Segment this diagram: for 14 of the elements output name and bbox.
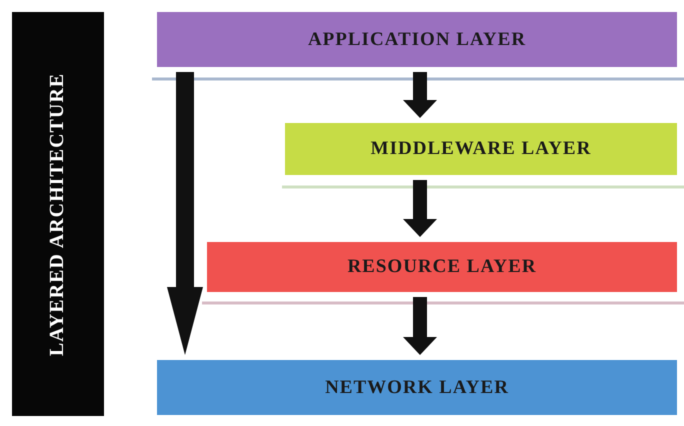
layer-box bbox=[207, 242, 677, 292]
layer-label: RESOURCE LAYER bbox=[347, 256, 537, 278]
arrow bbox=[403, 297, 437, 355]
layer-label: MIDDLEWARE LAYER bbox=[370, 138, 592, 160]
arrow bbox=[167, 72, 203, 355]
layer-label: LAYERED ARCHITECTURE bbox=[46, 72, 70, 356]
layer-label: APPLICATION LAYER bbox=[308, 28, 526, 50]
layer-box bbox=[157, 360, 677, 415]
layer-label: NETWORK LAYER bbox=[325, 376, 509, 398]
layer-box bbox=[157, 12, 677, 67]
arrow bbox=[403, 180, 437, 237]
arrow bbox=[403, 72, 437, 118]
layer-box bbox=[285, 123, 677, 175]
title-band bbox=[12, 12, 104, 416]
